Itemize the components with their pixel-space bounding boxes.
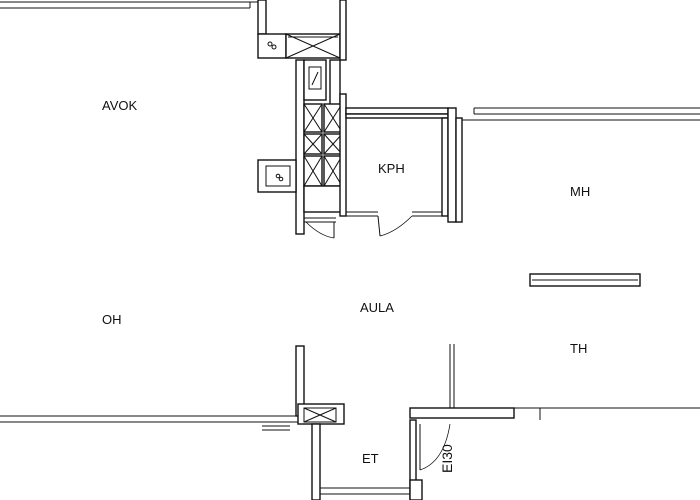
et-storage: [262, 403, 345, 431]
kitchen-cabinet-upper: [257, 0, 347, 61]
kph-walls: [339, 93, 449, 217]
et-walls: [311, 419, 423, 500]
avok-top-wall: [0, 1, 258, 9]
kitchen-sink-left: [257, 159, 297, 193]
room-label-oh: OH: [102, 312, 122, 327]
room-label-kph: KPH: [378, 161, 405, 176]
mh-walls: [447, 107, 700, 223]
door-kph: [377, 215, 413, 237]
room-label-mh: MH: [570, 184, 590, 199]
oh-walls: [0, 345, 305, 423]
room-label-avok: AVOK: [102, 98, 137, 113]
room-label-th: TH: [570, 341, 587, 356]
door-label-ei30: EI30: [439, 444, 455, 473]
kitchen-cabinets-crossed: [303, 103, 343, 213]
room-label-aula: AULA: [360, 300, 394, 315]
sink-icon: [267, 41, 277, 50]
wardrobe-rail: [529, 273, 641, 287]
door-ei30: [419, 423, 451, 471]
th-walls: [409, 344, 700, 420]
room-label-et: ET: [362, 451, 379, 466]
door-kitchen: [304, 217, 336, 239]
